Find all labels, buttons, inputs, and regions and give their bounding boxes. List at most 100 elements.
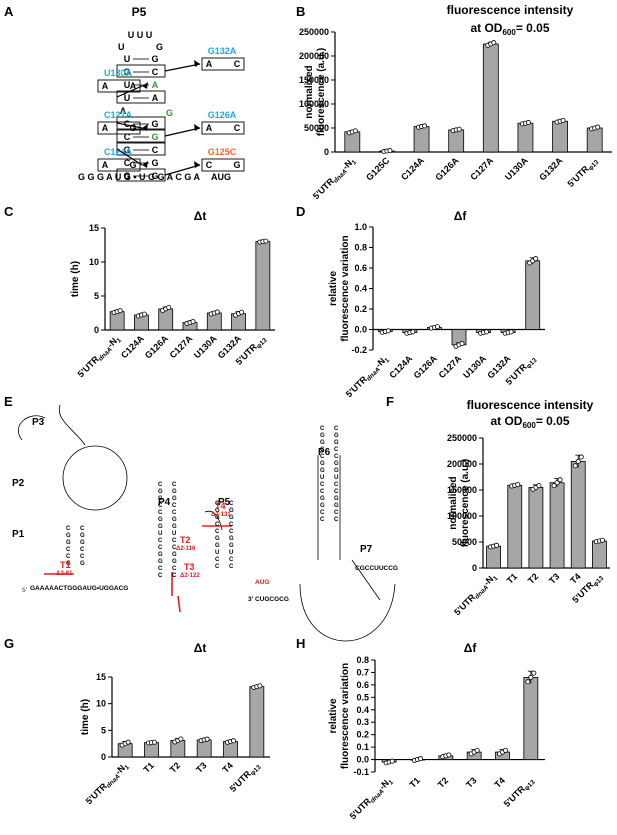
stem-base: C [172,566,177,572]
arrow-head [142,82,148,89]
stem-base: U [320,475,324,481]
stem-label-p2: P2 [12,478,25,489]
stem-base: G [320,440,325,446]
mutant-base: A [130,81,137,91]
stem-base-right: C [152,145,159,155]
y-tick-label: 0.4 [356,705,369,715]
data-point [352,128,358,134]
y-axis-label-line-1: time (h) [70,261,81,297]
stem-base: G [334,433,339,439]
stem-base: G [334,461,339,467]
x-tick-label: G126A [143,333,171,361]
data-point [531,670,537,676]
mutation-label: U130A [104,68,133,78]
x-tick-label: C127A [437,353,464,380]
data-point [525,679,531,685]
arrow-head [194,60,200,67]
bar [344,131,361,153]
arrow-head [142,161,148,168]
start-codon-e: AUG [255,579,269,586]
data-point [557,477,563,483]
chart-c-title-line-1: Δt [194,209,207,223]
stem-base: G [320,496,325,502]
bar [592,540,607,569]
data-point [417,756,423,762]
stem-base: G [229,515,234,521]
loop-base: G [156,42,163,52]
loop-base: U [118,42,125,52]
stem-base: G [172,517,177,523]
chart-h-title-line-1: Δf [464,641,478,655]
mutation-arrow [164,127,201,137]
stem-base-left: G [123,171,130,181]
stem-base: G [215,515,220,521]
stem-base-right: G [151,171,158,181]
y-tick-label: 250000 [299,27,329,37]
stem-base: G [229,508,234,514]
y-tick-label: 0 [324,147,329,157]
stem-base: G [172,559,177,565]
data-point [474,747,480,753]
data-point [125,739,131,745]
stem-base-right: A [152,93,159,103]
bar [413,126,430,153]
x-tick-label: T2 [526,571,541,586]
x-tick-label: G132A [537,155,565,183]
bar [507,484,523,569]
mutation-label: G126A [208,110,237,120]
stem-base: C [320,489,325,495]
stem-base-left: G [123,145,130,155]
stem-base: C [215,557,220,563]
stem-base: C [320,510,325,516]
truncation-t3: T3 [184,562,195,572]
chart-h: Δf-0.10.00.10.20.30.40.50.60.70.8relativ… [328,641,545,823]
green-mark: G [166,108,173,118]
stem-base: G [172,524,177,530]
p7-stem [351,559,381,601]
x-tick-label: C127A [468,155,495,182]
data-point [578,454,584,460]
stem-base: G [158,489,163,495]
arrow-head [194,161,200,168]
stem-base: G [172,552,177,558]
x-tick-label: T3 [464,775,479,790]
truncation-t4: T4 [215,501,226,511]
x-tick-label: 5'UTRdnaA-N1 [76,333,124,381]
y-tick-label: 0.6 [354,263,367,273]
stem-base: C [80,554,85,560]
data-point [434,324,440,330]
stem-label-p7: P7 [360,544,373,555]
data-point [410,329,416,335]
data-point [502,747,508,753]
stem-base: C [334,517,339,523]
data-point [554,480,560,486]
stem-base: G [158,552,163,558]
stem-base: C [320,447,325,453]
y-tick-label: 0.2 [354,304,367,314]
y-tick-label: 15 [96,672,106,682]
stem-base: G [215,543,220,549]
x-tick-label: T2 [168,760,183,775]
stem-base: G [320,461,325,467]
panel-label-C: C [4,204,14,219]
structure-backbone [18,404,396,642]
stem-base-right: C [152,67,159,77]
panel-label-B: B [296,4,305,19]
stem-base: U [229,550,233,556]
y-tick-label: 0.0 [354,325,367,335]
stem-base-left: G [123,67,130,77]
bar [196,739,212,758]
stem-base: C [80,526,85,532]
y-axis-label-line-1: time (h) [80,699,91,735]
chart-b-title-line-1: fluorescence intensity [447,3,574,17]
stem-base: C [215,564,220,570]
p5-title: P5 [132,5,147,19]
y-tick-label: 50000 [304,123,329,133]
stem-base: C [172,510,177,516]
y-tick-label: 100000 [299,99,329,109]
stem-base-left: U [124,80,131,90]
stem-base: G [334,496,339,502]
